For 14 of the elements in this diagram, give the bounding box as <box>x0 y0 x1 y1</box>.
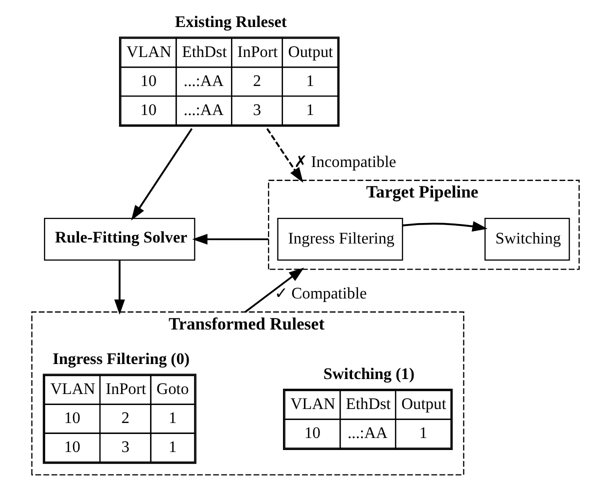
node-label: Switching (1) <box>323 366 415 384</box>
arrow <box>192 234 269 245</box>
node-box: Ingress Filtering <box>277 218 404 261</box>
edge-label: ✗ Incompatible <box>294 154 396 171</box>
arrow <box>131 128 193 221</box>
node-box: Switching <box>484 218 570 261</box>
arrow <box>114 260 125 315</box>
arrow <box>402 221 488 232</box>
arrow <box>244 268 304 313</box>
node-box: Rule-Fitting Solver <box>44 218 196 261</box>
edge-label: ✓ Compatible <box>274 285 367 302</box>
arrow <box>266 128 304 183</box>
node-label: Existing Ruleset <box>175 14 287 32</box>
node-label: Ingress Filtering (0) <box>52 351 190 368</box>
